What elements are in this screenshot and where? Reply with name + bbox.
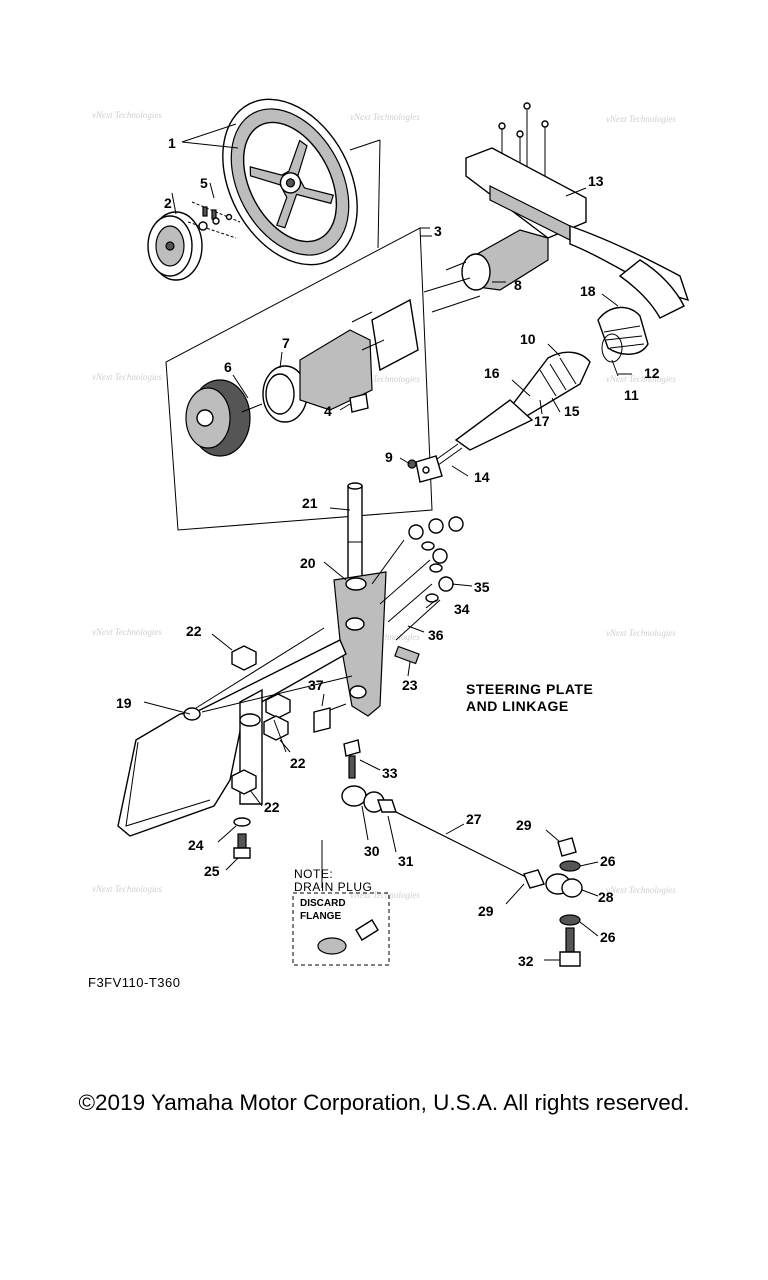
callout-7: 7	[282, 335, 290, 351]
callout-25: 25	[204, 863, 220, 879]
watermark: vNext Technologies	[92, 110, 162, 120]
steering-arm-group	[333, 482, 464, 717]
steering-cable-assembly	[407, 306, 649, 483]
watermark: vNext Technologies	[606, 114, 676, 124]
callout-21: 21	[302, 495, 318, 511]
callout-2: 2	[164, 195, 172, 211]
callout-17: 17	[534, 413, 550, 429]
callout-22: 22	[264, 799, 280, 815]
tilt-bracket-assembly	[423, 102, 690, 319]
steering-plate	[117, 627, 353, 859]
callout-4: 4	[324, 403, 332, 419]
steering-helm-assembly	[165, 139, 433, 531]
watermarks: vNext Technologies vNext Technologies vN…	[92, 110, 676, 900]
callout-22: 22	[290, 755, 306, 771]
leader-lines	[143, 187, 632, 961]
callout-16: 16	[484, 365, 500, 381]
callout-9: 9	[385, 449, 393, 465]
part-code: F3FV110-T360	[88, 975, 181, 990]
nut-and-washer-set	[187, 201, 241, 239]
callout-22: 22	[186, 623, 202, 639]
callout-11: 11	[624, 387, 639, 403]
callout-26: 26	[600, 853, 616, 869]
steering-wheel	[222, 98, 358, 266]
callout-14: 14	[474, 469, 490, 485]
callout-numbers: 1 2 3 4 5 6 7 8 9 10 11 12 13 14 15 16 1…	[116, 135, 660, 969]
callout-3: 3	[434, 223, 442, 239]
steering-wheel-group	[147, 98, 358, 281]
callout-24: 24	[188, 837, 204, 853]
section-title-line2: AND LINKAGE	[466, 698, 569, 714]
callout-26: 26	[600, 929, 616, 945]
copyright-notice: ©2019 Yamaha Motor Corporation, U.S.A. A…	[78, 1090, 690, 1115]
callout-36: 36	[428, 627, 444, 643]
note-flange: FLANGE	[300, 911, 341, 922]
callout-13: 13	[588, 173, 604, 189]
callout-12: 12	[644, 365, 660, 381]
callout-27: 27	[466, 811, 482, 827]
callout-1: 1	[168, 135, 176, 151]
callout-33: 33	[382, 765, 398, 781]
watermark: vNext Technologies	[350, 632, 420, 642]
tie-rod-group	[341, 739, 583, 967]
callout-28: 28	[598, 889, 614, 905]
callout-10: 10	[520, 331, 536, 347]
callout-35: 35	[474, 579, 490, 595]
note-drain-plug: DRAIN PLUG	[294, 880, 372, 894]
section-title-line1: STEERING PLATE	[466, 681, 593, 697]
callout-15: 15	[564, 403, 580, 419]
callout-18: 18	[580, 283, 596, 299]
callout-29: 29	[478, 903, 494, 919]
watermark: vNext Technologies	[606, 885, 676, 895]
callout-6: 6	[224, 359, 232, 375]
callout-5: 5	[200, 175, 208, 191]
watermark: vNext Technologies	[92, 884, 162, 894]
callout-19: 19	[116, 695, 132, 711]
callout-30: 30	[364, 843, 380, 859]
callout-32: 32	[518, 953, 534, 969]
watermark: vNext Technologies	[350, 374, 420, 384]
watermark: vNext Technologies	[92, 627, 162, 637]
hub-cap	[147, 211, 203, 281]
callout-20: 20	[300, 555, 316, 571]
watermark: vNext Technologies	[92, 372, 162, 382]
watermark: vNext Technologies	[350, 112, 420, 122]
callout-31: 31	[398, 853, 414, 869]
note-label: NOTE:	[294, 867, 333, 881]
watermark: vNext Technologies	[606, 628, 676, 638]
callout-37: 37	[308, 677, 324, 693]
callout-29: 29	[516, 817, 532, 833]
watermark: vNext Technologies	[606, 374, 676, 384]
note-discard: DISCARD	[300, 898, 346, 909]
callout-34: 34	[454, 601, 470, 617]
watermark: vNext Technologies	[350, 890, 420, 900]
callout-8: 8	[514, 277, 522, 293]
callout-23: 23	[402, 677, 418, 693]
note-box	[292, 840, 390, 966]
